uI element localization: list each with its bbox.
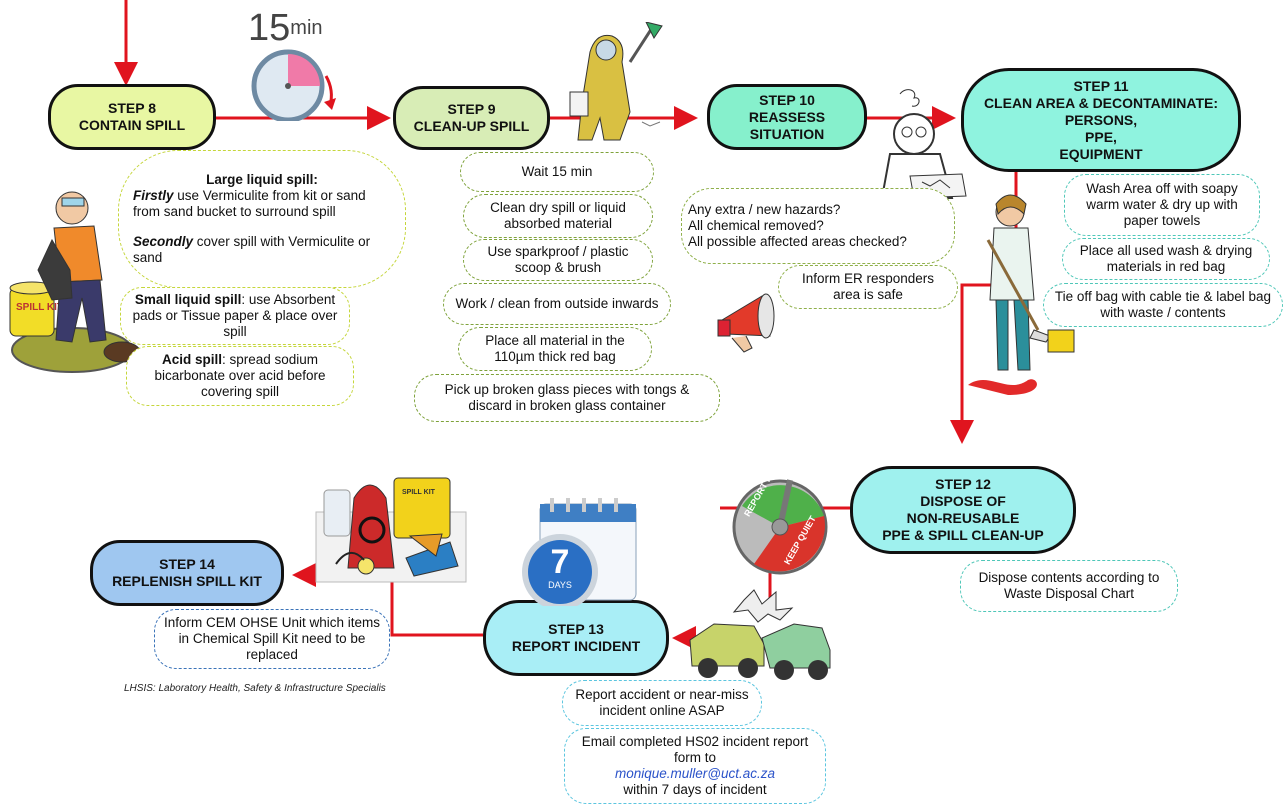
step11-note-3-text: Tie off bag with cable tie & label bag w… <box>1054 289 1272 320</box>
step-10-line-3: SITUATION <box>749 125 825 142</box>
step-11-line-3: PERSONS, <box>1064 111 1138 128</box>
step12-note-1-text: Dispose contents according to Waste Disp… <box>978 570 1160 601</box>
step-11-line-5: EQUIPMENT <box>1059 145 1143 162</box>
step10-inform-text: Inform ER responders area is safe <box>801 271 935 302</box>
thinking-person-illustration <box>880 89 967 199</box>
step9-note-4-text: Work / clean from outside inwards <box>455 296 659 311</box>
step9-note-6-text: Pick up broken glass pieces with tongs &… <box>444 382 690 413</box>
step11-note-2: Place all used wash & drying materials i… <box>1062 238 1270 280</box>
step-10-line-2: REASSESS <box>748 108 826 125</box>
person-spill-kit-illustration: SPILL KIT <box>9 191 141 373</box>
step13-email-pre: Email completed HS02 incident report for… <box>581 734 809 765</box>
step9-note-5-text: Place all material in the 110µm thick re… <box>485 333 625 364</box>
acid-spill-text: Acid spill: spread sodium bicarbonate ov… <box>135 352 345 400</box>
step9-note-4: Work / clean from outside inwards <box>443 283 671 325</box>
step8-small-spill-note: Small liquid spill: use Absorbent pads o… <box>120 287 350 345</box>
footnote: LHSIS: Laboratory Health, Safety & Infra… <box>124 683 386 694</box>
step9-note-6: Pick up broken glass pieces with tongs &… <box>414 374 720 422</box>
timer-number: 15 <box>248 7 291 49</box>
step13-report-note: Report accident or near-miss incident on… <box>562 680 762 726</box>
step-8-box: STEP 8 CONTAIN SPILL <box>48 84 216 150</box>
step12-note-1: Dispose contents according to Waste Disp… <box>960 560 1178 612</box>
step11-note-2-text: Place all used wash & drying materials i… <box>1079 243 1253 274</box>
spill-kit-box-label: SPILL KIT <box>402 489 436 496</box>
step-13-number: STEP 13 <box>548 621 604 637</box>
step11-note-3: Tie off bag with cable tie & label bag w… <box>1043 283 1283 327</box>
step-8-title: CONTAIN SPILL <box>78 117 186 133</box>
step8-acid-spill-note: Acid spill: spread sodium bicarbonate ov… <box>126 346 354 406</box>
small-spill-rest: : use Absorbent pads or Tissue paper & p… <box>132 292 338 339</box>
step9-note-5: Place all material in the 110µm thick re… <box>458 327 652 371</box>
calendar-7-days-icon: 7 DAYS <box>512 494 642 606</box>
firstly-text: use Vermiculite from kit or sand from sa… <box>133 188 366 219</box>
step-14-box: STEP 14 REPLENISH SPILL KIT <box>90 540 284 606</box>
step-11-box: STEP 11 CLEAN AREA & DECONTAMINATE: PERS… <box>961 68 1241 172</box>
small-spill-title: Small liquid spill <box>134 292 242 307</box>
step-11-line-2: CLEAN AREA & DECONTAMINATE: <box>983 94 1219 111</box>
step14-note-1-text: Inform CEM OHSE Unit which items in Chem… <box>163 615 381 662</box>
timer-label: 15min <box>248 8 323 48</box>
step9-note-2-text: Clean dry spill or liquid absorbed mater… <box>490 200 626 231</box>
secondly-text: cover spill with Vermiculite or sand <box>133 234 371 265</box>
acid-spill-title: Acid spill <box>161 352 222 367</box>
step-14-number: STEP 14 <box>159 556 215 572</box>
timer-unit: min <box>290 17 323 39</box>
large-spill-first: Firstly use Vermiculite from kit or sand… <box>133 188 391 220</box>
calendar-number: 7 <box>550 543 570 581</box>
car-crash-illustration <box>689 589 831 680</box>
step13-email-note: Email completed HS02 incident report for… <box>564 728 826 804</box>
step-10-box: STEP 10 REASSESS SITUATION <box>707 84 867 150</box>
calendar-days-label: DAYS <box>548 580 572 590</box>
step9-note-3-text: Use sparkproof / plastic scoop & brush <box>487 244 629 275</box>
timer-graphic: 15min <box>238 8 353 121</box>
spill-kit-contents-illustration: SPILL KIT <box>315 477 467 583</box>
step-14-title: REPLENISH SPILL KIT <box>112 573 262 589</box>
report-it-toggle-icon: REPORT IT! KEEP QUIET <box>732 472 828 575</box>
secondly-label: Secondly <box>133 234 194 249</box>
stopwatch-icon <box>251 49 336 121</box>
step14-note-1: Inform CEM OHSE Unit which items in Chem… <box>154 609 390 669</box>
step-12-number: STEP 12 <box>935 476 991 492</box>
step-12-line-2: DISPOSE OF <box>920 493 1006 509</box>
step10-checklist-note: Any extra / new hazards? All chemical re… <box>681 188 955 264</box>
step10-inform-note: Inform ER responders area is safe <box>778 265 958 309</box>
step11-note-1: Wash Area off with soapy warm water & dr… <box>1064 174 1260 236</box>
step-9-box: STEP 9 CLEAN-UP SPILL <box>393 86 550 150</box>
mopping-person-illustration <box>968 194 1075 395</box>
step10-question-3: All possible affected areas checked? <box>688 234 907 249</box>
step-9-title: CLEAN-UP SPILL <box>413 118 530 134</box>
spill-kit-bucket-label: SPILL KIT <box>16 302 63 313</box>
step9-note-3: Use sparkproof / plastic scoop & brush <box>463 239 653 281</box>
hazmat-worker-illustration <box>569 22 663 141</box>
step-8-number: STEP 8 <box>108 100 156 116</box>
large-spill-second: Secondly cover spill with Vermiculite or… <box>133 234 391 266</box>
step10-question-1: Any extra / new hazards? <box>688 202 841 217</box>
step10-question-2: All chemical removed? <box>688 218 824 233</box>
step9-note-1-text: Wait 15 min <box>521 164 593 179</box>
large-spill-title: Large liquid spill: <box>206 172 318 187</box>
step-12-line-4: PPE & SPILL CLEAN-UP <box>882 527 1044 543</box>
step-9-number: STEP 9 <box>447 101 496 117</box>
step-11-line-4: PPE, <box>1085 128 1117 145</box>
step9-note-1: Wait 15 min <box>460 152 654 192</box>
step13-email-post: within 7 days of incident <box>623 782 767 797</box>
step-11-number: STEP 11 <box>1073 77 1129 94</box>
step13-report-text: Report accident or near-miss incident on… <box>575 687 749 718</box>
firstly-label: Firstly <box>133 188 174 203</box>
step-13-title: REPORT INCIDENT <box>511 638 641 654</box>
small-spill-text: Small liquid spill: use Absorbent pads o… <box>129 292 341 340</box>
step-13-box: STEP 13 REPORT INCIDENT <box>483 600 669 676</box>
step9-note-2: Clean dry spill or liquid absorbed mater… <box>463 194 653 238</box>
step8-large-spill-note: Large liquid spill: Firstly use Vermicul… <box>118 150 406 288</box>
acid-spill-rest: : spread sodium bicarbonate over acid be… <box>154 352 326 399</box>
step-12-line-3: NON-REUSABLE <box>906 510 1020 526</box>
contact-email-link[interactable]: monique.muller@uct.ac.za <box>614 766 776 781</box>
step-12-box: STEP 12 DISPOSE OF NON-REUSABLE PPE & SP… <box>850 466 1076 554</box>
step-10-number: STEP 10 <box>759 91 815 108</box>
megaphone-icon <box>717 293 775 353</box>
step11-note-1-text: Wash Area off with soapy warm water & dr… <box>1086 181 1238 228</box>
